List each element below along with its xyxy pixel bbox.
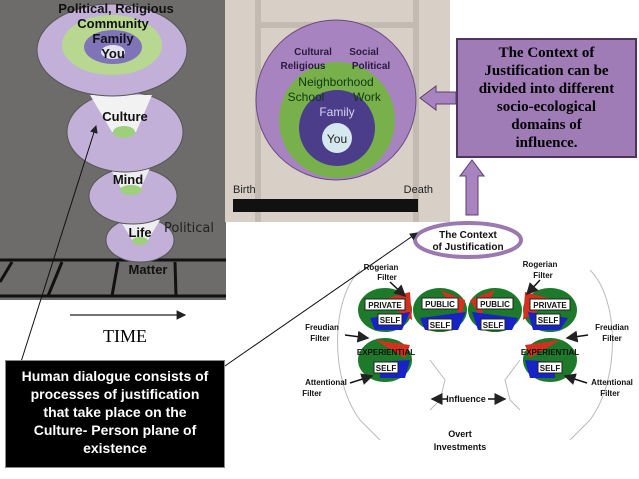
left-arrow-icon [419,85,457,111]
lifespan-panel: Cultural Social Religious Political Neig… [225,0,450,222]
dialogue-line: processes of justification [30,386,200,402]
self-public-right: SELF [483,321,504,330]
context-title-2: of Justification [432,242,503,253]
domain-family: Family [319,105,354,119]
heads-diagram: The Context of Justification Rogerian Fi… [302,221,633,452]
public-right: PUBLIC [480,300,510,309]
self-experiential-left: SELF [376,364,397,373]
attentional-left-filter: Filter [302,389,322,398]
funnel-label-family: Family [92,31,134,46]
dialogue-line: that take place on the [43,404,187,420]
attentional-left: Attentional [305,378,347,387]
rogerian-left: Rogerian [364,263,399,272]
domain-neighborhood: Neighborhood [298,75,373,89]
context-explanation-box: The Context of Justification can be divi… [456,38,637,158]
domain-religious: Religious [280,61,325,72]
attentional-right-filter: Filter [600,389,620,398]
context-title-1: The Context [439,230,497,241]
dialogue-box: Human dialogue consists of processes of … [5,360,225,468]
context-line: socio-ecological [496,99,597,115]
experiential-right: EXPERIENTIAL [521,348,579,357]
context-line: Justification can be [484,63,609,79]
influence-label: Influence [446,394,486,404]
freudian-right: Freudian [595,323,629,332]
dialogue-line: Human dialogue consists of [21,368,209,384]
domain-you: You [327,132,347,146]
private-left: PRIVATE [368,301,402,310]
context-line: divided into different [478,81,615,97]
rogerian-right: Rogerian [523,260,558,269]
funnel-label-political-religious: Political, Religious [58,1,174,16]
pointer-to-context [221,232,418,369]
funnel-label-life: Life [128,225,151,240]
self-private-right: SELF [538,316,559,325]
freudian-left: Freudian [305,323,339,332]
domain-work: Work [353,90,382,104]
domain-social: Social [349,47,379,58]
freudian-right-filter: Filter [602,334,622,343]
up-arrow-icon [459,159,485,216]
time-label: TIME [103,326,147,346]
dialogue-line: Culture- Person plane of [33,422,197,438]
funnel-label-community: Community [77,16,149,31]
self-public-left: SELF [430,321,451,330]
self-experiential-right: SELF [540,364,561,373]
floor-grid [0,258,226,298]
public-left: PUBLIC [425,300,455,309]
rogerian-right-filter: Filter [533,271,553,280]
domain-political: Political [352,61,391,72]
birth-label: Birth [233,184,256,196]
funnel-label-political: Political [164,221,214,236]
context-line: influence. [515,135,578,151]
domain-cultural: Cultural [294,47,332,58]
funnel-panel: Political, Religious Community Family Yo… [0,0,226,300]
funnel-label-culture: Culture [102,109,148,124]
funnel-label-mind: Mind [113,172,143,187]
death-label: Death [404,184,433,196]
overt-label-1: Overt [448,429,472,439]
lifespan-bar [233,199,418,212]
rogerian-left-filter: Filter [377,273,397,282]
overt-label-2: Investments [434,442,487,452]
funnel-label-you: You [101,46,125,61]
context-line: The Context of [498,45,595,61]
context-line: domains of [511,117,582,133]
pointer-to-culture [19,125,98,366]
attentional-right: Attentional [591,378,633,387]
experiential-left: EXPERIENTIAL [357,348,415,357]
funnel-label-matter: Matter [128,262,167,277]
private-right: PRIVATE [533,301,567,310]
self-private-left: SELF [380,316,401,325]
domain-school: School [288,90,325,104]
freudian-left-filter: Filter [310,334,330,343]
dialogue-line: existence [83,440,147,456]
